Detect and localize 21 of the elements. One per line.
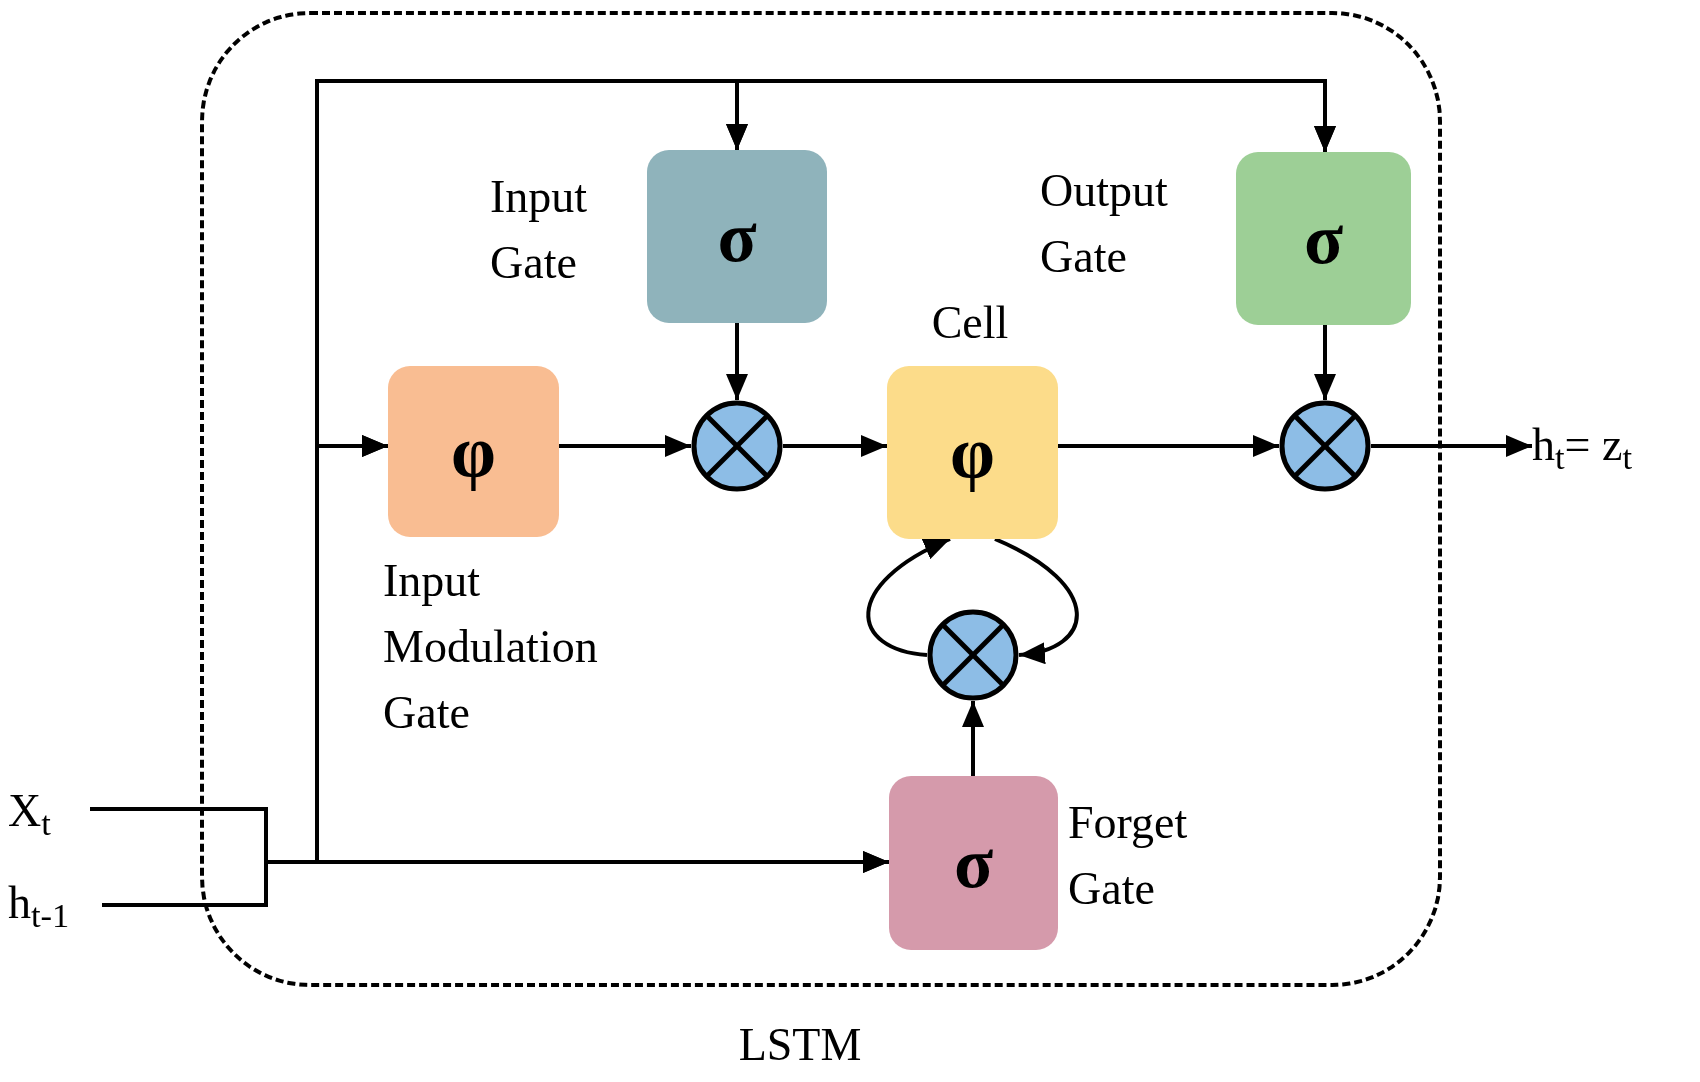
gate-label: Input Modulation Gate: [383, 554, 599, 740]
signal-label: h$_{t-1}$: [8, 876, 71, 936]
arrow: [1371, 435, 1532, 457]
arrow: [1314, 325, 1336, 400]
signal-label: X$_{t}$: [8, 784, 52, 844]
activation-symbol: σ: [953, 827, 994, 899]
arrow: [1058, 435, 1279, 457]
arrow: [962, 701, 984, 776]
arrow: [783, 435, 887, 457]
arrow: [726, 323, 748, 400]
gate-label: Cell: [930, 296, 1010, 350]
gate-label: LSTM: [737, 1018, 863, 1072]
gate-label: Input Gate: [490, 170, 589, 290]
gate-label: Output Gate: [1040, 164, 1169, 284]
arrow: [994, 537, 1079, 663]
gate-label: Forget Gate: [1068, 796, 1189, 916]
arrow: [866, 537, 951, 657]
arrow: [559, 435, 691, 457]
activation-symbol: σ: [1303, 202, 1344, 275]
signal-label: h$_{t}$= z$_{t}$: [1532, 418, 1634, 478]
activation-symbol: σ: [717, 200, 757, 273]
